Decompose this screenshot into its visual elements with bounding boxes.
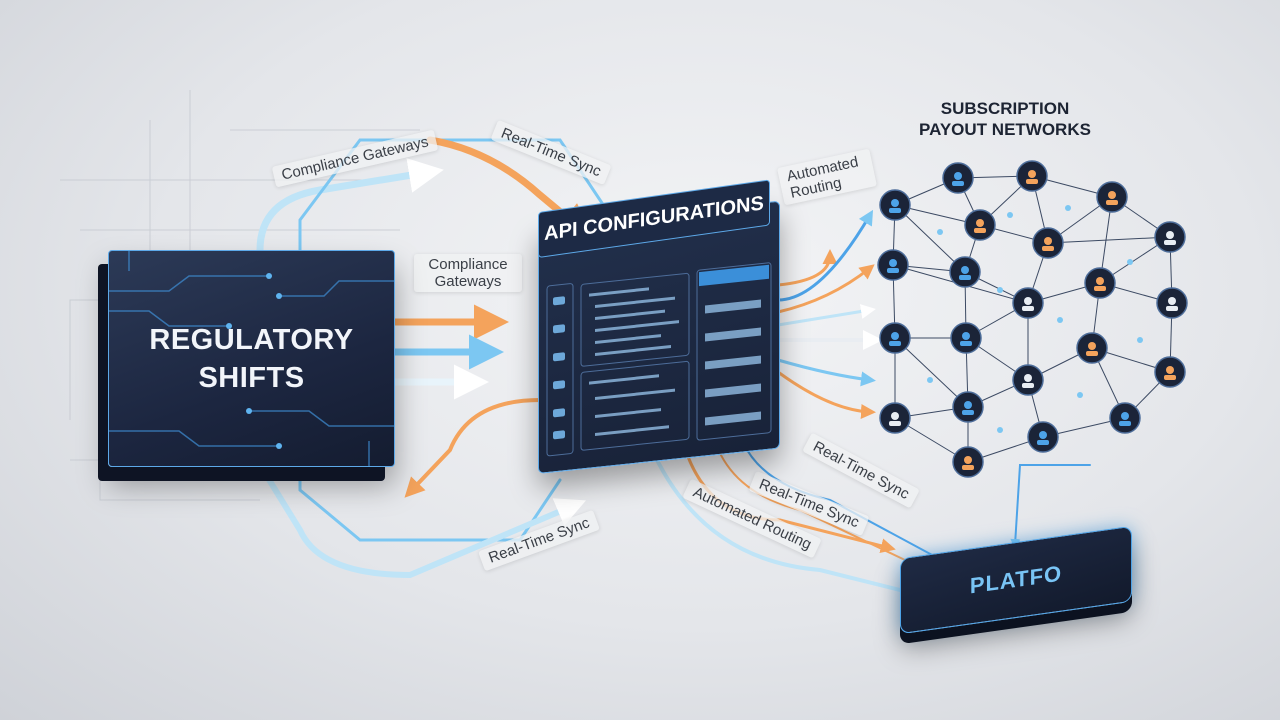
bank-icon <box>1024 374 1032 382</box>
network-dot <box>1127 259 1133 265</box>
flow-arrow-net-1 <box>776 209 874 302</box>
flow-arrow-net-6 <box>776 370 876 420</box>
flow-arrow-net-2 <box>776 264 875 314</box>
network-node-building-icon <box>949 256 981 288</box>
network-node-document-icon <box>1084 267 1116 299</box>
network-dot <box>927 377 933 383</box>
network-edge <box>1047 236 1171 244</box>
network-dot <box>1057 317 1063 323</box>
network-dot <box>1077 392 1083 398</box>
flow-arrow-realtime-bottom <box>257 462 587 579</box>
network-node-location-icon <box>1076 332 1108 364</box>
api-panel-content <box>546 262 772 457</box>
users-icon <box>976 219 984 227</box>
location-icon <box>1088 342 1096 350</box>
diamond-icon <box>962 332 970 340</box>
network-node-hands-icon <box>952 391 984 423</box>
network-node-handshake-icon <box>877 249 909 281</box>
network-title: SUBSCRIPTION PAYOUT NETWORKS <box>905 98 1105 140</box>
regulatory-title-line2: SHIFTS <box>198 361 305 394</box>
network-edge <box>894 337 969 408</box>
network-node-user-icon <box>879 189 911 221</box>
bank-icon <box>1168 297 1176 305</box>
regulatory-title: REGULATORY SHIFTS <box>149 321 353 397</box>
handshake-icon <box>1039 431 1047 439</box>
network-node-user-icon <box>879 322 911 354</box>
network-node-bank-icon <box>1012 287 1044 319</box>
network-dot <box>997 427 1003 433</box>
bank-icon <box>891 412 899 420</box>
network-title-line2: PAYOUT NETWORKS <box>919 120 1091 139</box>
network-title-line1: SUBSCRIPTION <box>940 99 1070 118</box>
network-node-user-icon <box>1109 402 1141 434</box>
network-node-bank-icon <box>1154 221 1186 253</box>
monitor-icon <box>954 172 962 180</box>
network-dot <box>997 287 1003 293</box>
gear-icon <box>1044 237 1052 245</box>
user-icon <box>1121 412 1129 420</box>
flow-arrow-realtime-top <box>426 136 593 239</box>
regulatory-shifts-block: REGULATORY SHIFTS <box>108 250 395 467</box>
network-node-bank-icon <box>1156 287 1188 319</box>
users-icon <box>1108 191 1116 199</box>
user-icon <box>891 199 899 207</box>
document-icon <box>964 456 972 464</box>
chart-icon <box>1028 170 1036 178</box>
flow-arrow-compliance-top <box>256 158 444 254</box>
document-icon <box>1096 277 1104 285</box>
flow-line-down-4 <box>648 443 942 602</box>
api-configurations-panel <box>538 200 780 475</box>
network-node-bank-icon <box>1012 364 1044 396</box>
network-node-users-icon <box>1154 356 1186 388</box>
network-dot <box>1137 337 1143 343</box>
network-dot <box>1065 205 1071 211</box>
building-icon <box>961 266 969 274</box>
network-node-monitor-icon <box>942 162 974 194</box>
network-node-diamond-icon <box>950 322 982 354</box>
network-dot <box>1007 212 1013 218</box>
hands-icon <box>964 401 972 409</box>
flow-arrow-routing-up <box>776 249 838 287</box>
flow-arrow-to-platform <box>1010 464 1091 549</box>
user-icon <box>891 332 899 340</box>
flow-arrow-net-5 <box>776 358 876 387</box>
network-node-bank-icon <box>879 402 911 434</box>
network-node-gear-icon <box>1032 227 1064 259</box>
users-icon <box>1166 366 1174 374</box>
network-node-users-icon <box>1096 181 1128 213</box>
bank-icon <box>1166 231 1174 239</box>
network-edge <box>894 204 966 273</box>
flow-arrow-return <box>404 398 542 498</box>
network-node-handshake-icon <box>1027 421 1059 453</box>
platform-label: PLATFO <box>969 560 1063 599</box>
handshake-icon <box>889 259 897 267</box>
network-dot <box>937 229 943 235</box>
network-node-chart-icon <box>1016 160 1048 192</box>
network-graph <box>877 160 1188 478</box>
network-node-document-icon <box>952 446 984 478</box>
flow-arrow-net-3 <box>776 304 876 327</box>
network-node-users-icon <box>964 209 996 241</box>
bank-icon <box>1024 297 1032 305</box>
circuit-pattern <box>109 251 394 466</box>
label-compliance-gateways-mid: Compliance Gateways <box>414 254 522 292</box>
regulatory-title-line1: REGULATORY <box>149 323 354 356</box>
